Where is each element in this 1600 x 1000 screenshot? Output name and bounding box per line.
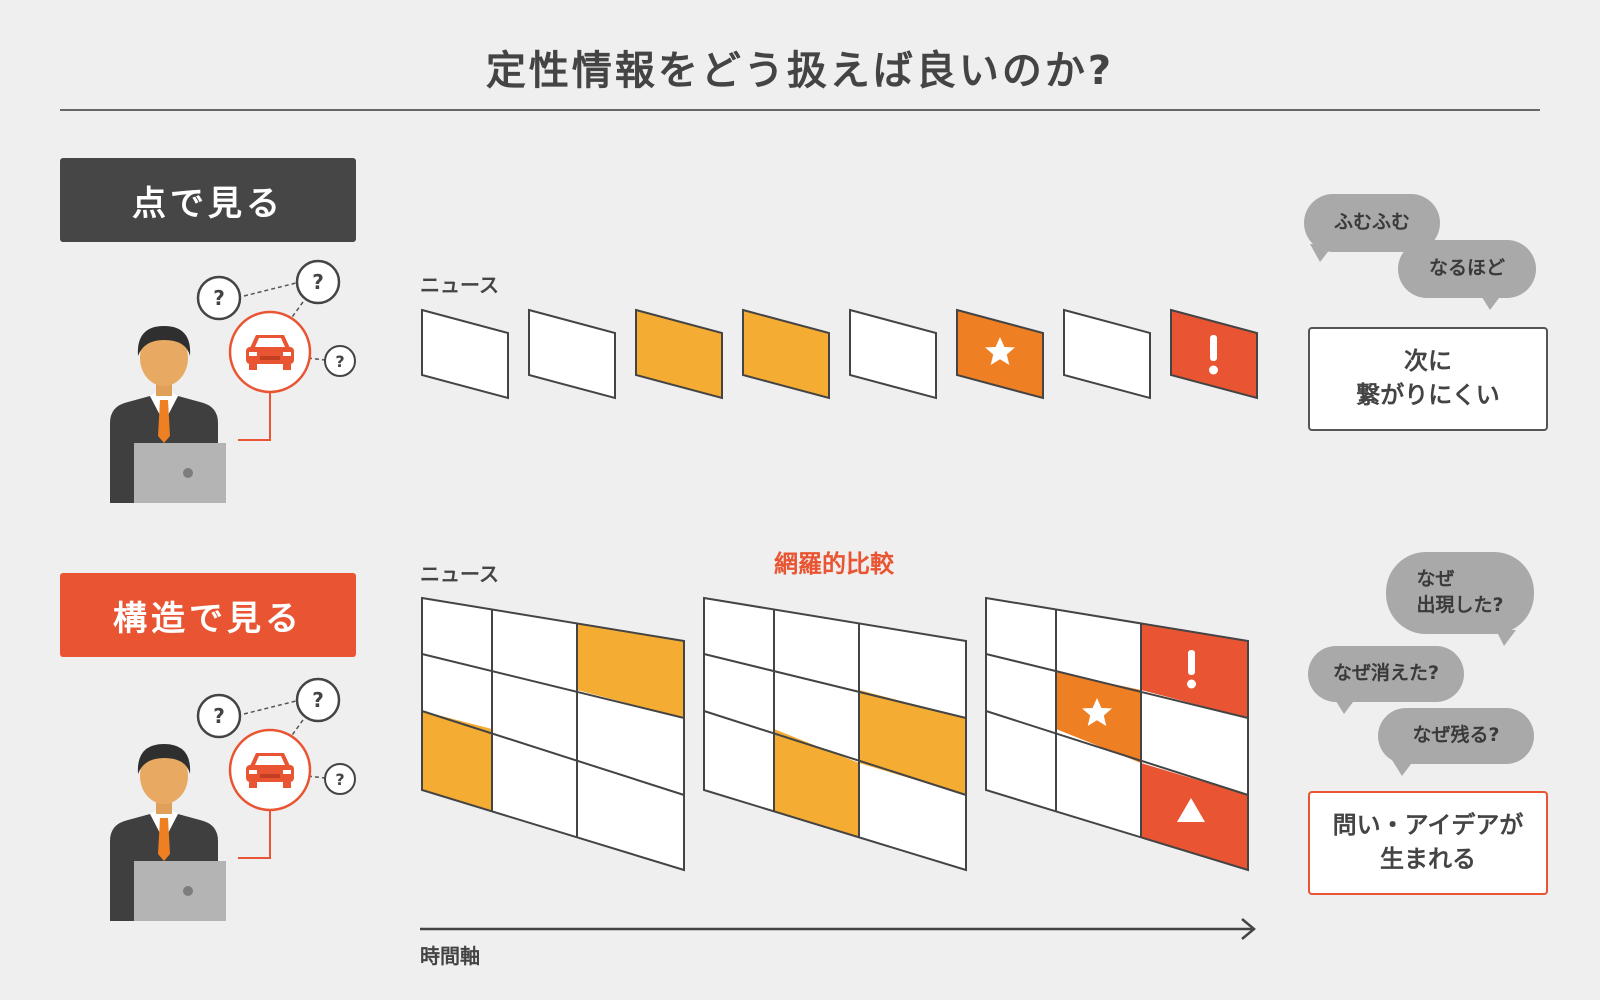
person-illustration-structure [110,744,226,921]
bubble-text: なぜ消えた? [1332,662,1440,685]
bubble-text: なぜ [1416,568,1455,591]
result-line: 繋がりにくい [1356,381,1500,409]
bubble-text: なぜ残る? [1412,724,1500,747]
speech-bubble: なぜ 出現した? [1386,552,1534,646]
news-tile [1063,308,1151,400]
result-box-point: 次に 繋がりにくい [1308,327,1548,431]
exclamation-icon [1187,650,1196,689]
time-axis [420,918,1256,940]
result-line: 次に [1404,347,1452,376]
result-line: 生まれる [1380,845,1476,873]
news-label-point: ニュース [420,273,499,297]
thinking-cluster-point: ? ? ? [196,259,356,441]
result-box-structure: 問い・アイデアが 生まれる [1308,791,1548,895]
section-label-point: 点で見る [60,158,356,242]
bubble-text: なるほど [1428,257,1505,280]
news-grid-1 [421,596,685,872]
triangle-icon [1177,798,1205,822]
bubble-text: 出現した? [1416,594,1504,616]
question-mark: ? [335,352,344,371]
news-tile-highlighted [742,308,830,400]
section-label-structure: 構造で見る [60,573,356,657]
news-tile-highlighted [635,308,723,400]
speech-bubble: なるほど [1398,240,1536,310]
question-mark: ? [312,688,324,712]
question-mark: ? [312,270,324,294]
exclamation-icon [1209,335,1218,375]
title-divider [60,109,1540,111]
compare-label: 網羅的比較 [774,550,895,578]
time-axis-label: 時間軸 [420,944,480,968]
speech-bubble: なぜ消えた? [1308,646,1464,714]
news-label-structure: ニュース [420,562,499,586]
thinking-cluster-structure: ? ? ? [196,677,356,859]
question-mark: ? [213,286,225,310]
news-tile [421,308,509,400]
news-grid-3 [985,596,1249,872]
question-mark: ? [213,704,225,728]
news-tile [528,308,616,400]
result-line: 問い・アイデアが [1332,811,1524,840]
news-grid-2 [703,596,967,872]
news-tiles-point [421,308,1258,400]
speech-bubble: なぜ残る? [1378,708,1534,776]
news-tile [849,308,937,400]
page-title: 定性情報をどう扱えば良いのか? [485,48,1115,94]
bubble-text: ふむふむ [1333,211,1410,234]
person-illustration-point [110,326,226,503]
question-mark: ? [335,770,344,789]
